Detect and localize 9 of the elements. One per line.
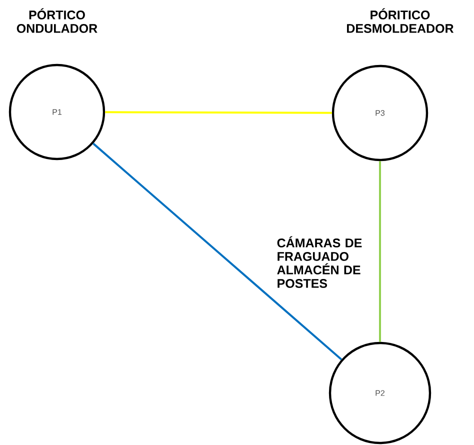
circle-node: P2 [328,342,432,444]
circle-node: P3 [332,64,428,162]
connector-line [105,111,332,114]
circle-node: P1 [8,64,106,160]
connector-line [92,142,342,360]
node-heading: PÓRTICO ONDULADOR [16,8,98,33]
node-heading: CÁMARAS DE FRAGUADO ALMACÉN DE POSTES [277,236,362,288]
connector-line [379,161,381,342]
node-heading: PÓRITICO DESMOLDEADOR [347,8,454,33]
